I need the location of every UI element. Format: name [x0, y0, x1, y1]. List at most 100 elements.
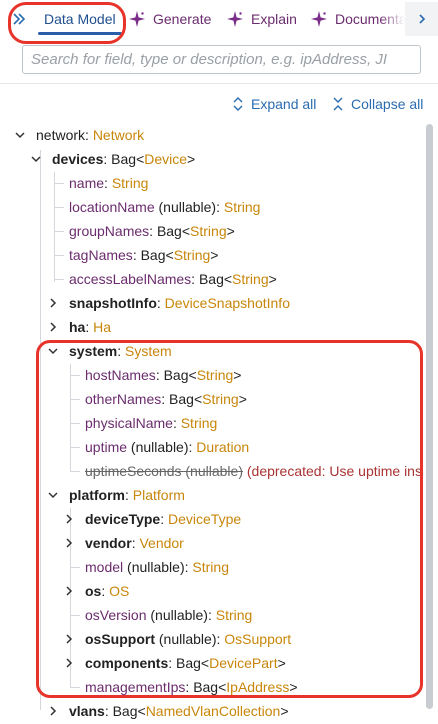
generic-prefix: Bag< — [156, 223, 191, 239]
field-type[interactable]: Platform — [132, 487, 185, 503]
field-name: network — [36, 127, 86, 143]
deprecated-field-name: uptimeSeconds (nullable) — [85, 463, 243, 479]
tree-node-uptime[interactable]: uptime (nullable): Duration — [85, 439, 250, 455]
field-type[interactable]: Device — [144, 151, 188, 167]
tree-node-physicalName[interactable]: physicalName: String — [85, 415, 218, 431]
field-name: os — [85, 583, 102, 599]
field-type: String — [202, 391, 239, 407]
tree-node-managementIps[interactable]: managementIps: Bag<IpAddress> — [85, 679, 298, 695]
generic-prefix: Bag< — [163, 367, 197, 383]
generic-suffix: > — [268, 271, 277, 287]
tab-generate[interactable]: Generate — [128, 0, 211, 38]
chevron-right-icon[interactable] — [63, 585, 75, 597]
tree-guide — [54, 231, 64, 232]
field-name: snapshotInfo — [69, 295, 157, 311]
chevron-right-icon — [418, 14, 425, 24]
generic-suffix: > — [238, 391, 247, 407]
field-type[interactable]: DevicePart — [209, 655, 278, 671]
data-model-tree: network: Network devices: Bag<Device> na… — [14, 127, 422, 719]
expand-all-button[interactable]: Expand all — [230, 94, 316, 114]
tree-node-osSupport[interactable]: osSupport (nullable): OsSupport — [85, 631, 292, 647]
field-type: String — [180, 415, 218, 431]
field-type[interactable]: Network — [92, 127, 145, 143]
tab-data-model-label: Data Model — [44, 11, 116, 27]
field-name: vendor — [85, 535, 132, 551]
chevron-down-icon[interactable] — [14, 129, 26, 141]
field-name: physicalName — [85, 415, 173, 431]
field-name: osVersion — [85, 607, 147, 623]
chevron-down-icon[interactable] — [30, 153, 42, 165]
tree-guide — [54, 172, 55, 282]
tree-node-vendor[interactable]: vendor: Vendor — [85, 535, 184, 551]
tree-node-os[interactable]: os: OS — [85, 583, 130, 599]
tree-node-uptimeSeconds[interactable]: uptimeSeconds (nullable) (deprecated: Us… — [85, 461, 422, 481]
collapse-panel-icon[interactable] — [10, 10, 28, 28]
scrollbar[interactable] — [424, 120, 434, 724]
field-type[interactable]: Vendor — [139, 535, 184, 551]
generic-prefix: Bag< — [169, 391, 203, 407]
tab-generate-label: Generate — [153, 11, 212, 27]
tree-guide — [54, 183, 64, 184]
field-type[interactable]: Ha — [93, 319, 112, 335]
nullable-marker: (nullable) — [158, 631, 217, 647]
chevron-down-icon[interactable] — [47, 489, 59, 501]
chevron-right-icon[interactable] — [63, 657, 75, 669]
tab-explain[interactable]: Explain — [226, 0, 297, 38]
tree-node-devices[interactable]: devices: Bag<Device> — [52, 151, 196, 167]
tree-guide — [70, 375, 80, 376]
field-name: osSupport — [85, 631, 155, 647]
chevron-right-icon[interactable] — [47, 321, 59, 333]
field-type[interactable]: System — [125, 343, 172, 359]
search-box[interactable] — [22, 45, 421, 74]
chevron-right-icon[interactable] — [47, 297, 59, 309]
tree-guide — [70, 615, 80, 616]
field-name: accessLabelNames — [69, 271, 192, 287]
tree-node-ha[interactable]: ha: Ha — [69, 319, 112, 335]
field-type[interactable]: OS — [109, 583, 130, 599]
tree-guide — [70, 423, 80, 424]
tree-node-platform[interactable]: platform: Platform — [69, 487, 185, 503]
chevron-right-icon[interactable] — [63, 537, 75, 549]
tree-node-name[interactable]: name: String — [69, 175, 149, 191]
collapse-all-button[interactable]: Collapse all — [330, 94, 423, 114]
field-name: locationName — [69, 199, 155, 215]
tree-node-hostNames[interactable]: hostNames: Bag<String> — [85, 367, 242, 383]
field-name: tagNames — [69, 247, 133, 263]
chevron-right-icon[interactable] — [63, 513, 75, 525]
tree-node-deviceType[interactable]: deviceType: DeviceType — [85, 511, 242, 527]
field-name: uptime — [85, 439, 128, 455]
field-type[interactable]: DeviceType — [168, 511, 242, 527]
chevron-right-icon[interactable] — [47, 705, 59, 717]
nullable-marker: (nullable) — [130, 439, 189, 455]
generic-prefix: Bag< — [112, 703, 146, 719]
generic-suffix: > — [280, 703, 289, 719]
scrollbar-thumb[interactable] — [426, 124, 433, 709]
chevron-right-icon[interactable] — [63, 633, 75, 645]
tree-node-network[interactable]: network: Network — [36, 127, 145, 143]
tab-data-model[interactable]: Data Model — [38, 0, 122, 38]
tree-node-groupNames[interactable]: groupNames: Bag<String> — [69, 223, 235, 239]
sparkle-icon — [311, 11, 327, 27]
tree-node-components[interactable]: components: Bag<DevicePart> — [85, 655, 286, 671]
tree-node-osVersion[interactable]: osVersion (nullable): String — [85, 607, 253, 623]
expand-icon — [233, 97, 243, 111]
tab-overflow-fade — [380, 0, 405, 38]
field-type[interactable]: NamedVlanCollection — [145, 703, 281, 719]
tree-guide — [40, 150, 41, 710]
tab-scroll-right-button[interactable] — [405, 2, 438, 36]
field-type[interactable]: OsSupport — [224, 631, 292, 647]
tree-node-snapshotInfo[interactable]: snapshotInfo: DeviceSnapshotInfo — [69, 295, 290, 311]
field-type[interactable]: DeviceSnapshotInfo — [164, 295, 290, 311]
expand-all-label: Expand all — [251, 96, 317, 112]
field-type: IpAddress — [226, 679, 290, 695]
tree-node-accessLabelNames[interactable]: accessLabelNames: Bag<String> — [69, 271, 277, 287]
chevron-down-icon[interactable] — [47, 345, 59, 357]
search-input[interactable] — [23, 46, 420, 73]
tree-node-otherNames[interactable]: otherNames: Bag<String> — [85, 391, 247, 407]
tree-node-locationName[interactable]: locationName (nullable): String — [69, 199, 261, 215]
field-type: String — [192, 559, 229, 575]
tree-node-model[interactable]: model (nullable): String — [85, 559, 229, 575]
tree-node-system[interactable]: system: System — [69, 343, 172, 359]
tree-node-tagNames[interactable]: tagNames: Bag<String> — [69, 247, 219, 263]
tree-node-vlans[interactable]: vlans: Bag<NamedVlanCollection> — [69, 703, 289, 719]
